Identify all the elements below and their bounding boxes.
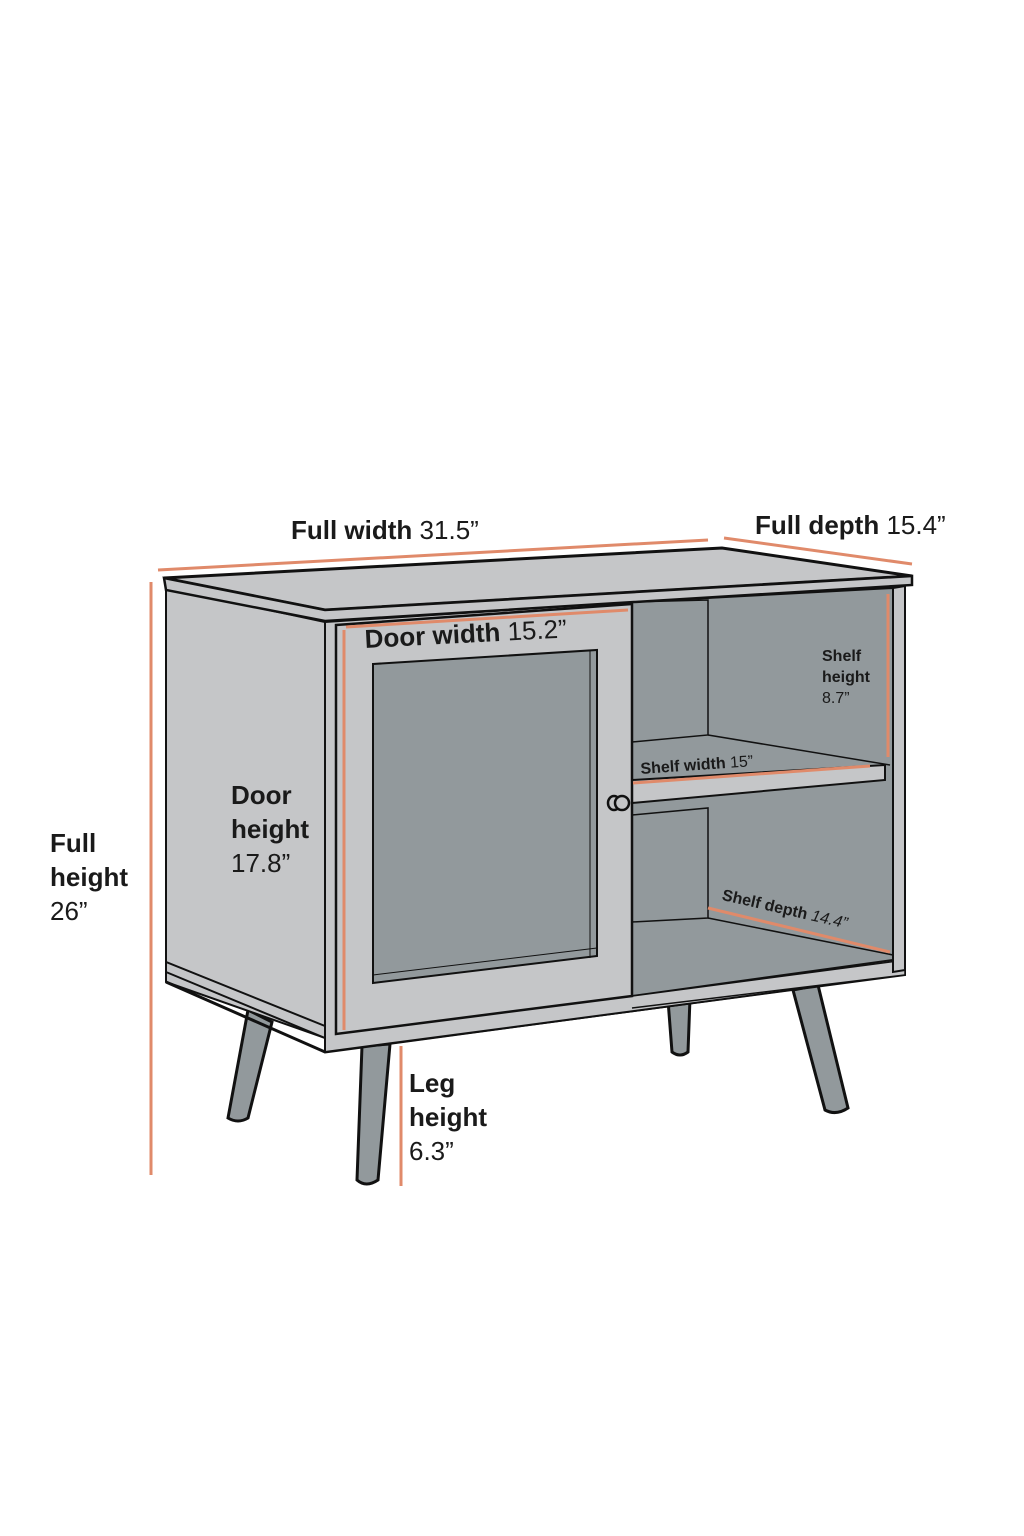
leg-height-value: 6.3”	[409, 1136, 454, 1166]
full-height-name-2: height	[50, 862, 128, 892]
full-depth-label: Full depth 15.4”	[755, 512, 946, 538]
full-width-line	[157, 538, 709, 572]
door-knob-icon	[606, 794, 631, 812]
door-width-line	[345, 608, 629, 629]
door-height-name-2: height	[231, 814, 309, 844]
full-width-label: Full width 31.5”	[291, 517, 479, 543]
door-height-name-1: Door	[231, 780, 292, 810]
leg-back-left	[226, 1007, 274, 1123]
leg-height-name-2: height	[409, 1102, 487, 1132]
full-height-label: Full height 26”	[50, 826, 128, 928]
door-width-value: 15.2”	[506, 613, 568, 647]
top-front-edge	[162, 574, 914, 623]
dimension-lines	[149, 536, 913, 1186]
door-height-label: Door height 17.8”	[231, 778, 309, 880]
leg-height-label: Leg height 6.3”	[409, 1066, 487, 1168]
shelf-width-value: 15”	[729, 753, 754, 772]
shelf-height-name-1: Shelf	[822, 648, 862, 665]
shelf-height-value: 8.7”	[822, 690, 850, 707]
shelf-width-line	[632, 764, 871, 785]
leg-front-right	[791, 983, 850, 1115]
full-depth-line	[723, 536, 913, 566]
full-height-value: 26”	[50, 896, 88, 926]
leg-height-name-1: Leg	[409, 1068, 456, 1098]
shelf-depth-line	[707, 906, 891, 954]
shelf-height-name-2: height	[822, 669, 870, 686]
full-depth-value: 15.4”	[886, 510, 946, 540]
full-depth-name: Full depth	[755, 510, 880, 540]
glass-pane	[372, 648, 598, 985]
full-height-name-1: Full	[50, 828, 97, 858]
full-width-value: 31.5”	[419, 515, 479, 545]
full-width-name: Full width	[291, 515, 413, 545]
leg-back-right	[666, 996, 692, 1057]
door-height-value: 17.8”	[231, 848, 291, 878]
leg-front-left	[355, 1042, 392, 1186]
shelf-height-label: Shelf height 8.7”	[822, 646, 870, 709]
